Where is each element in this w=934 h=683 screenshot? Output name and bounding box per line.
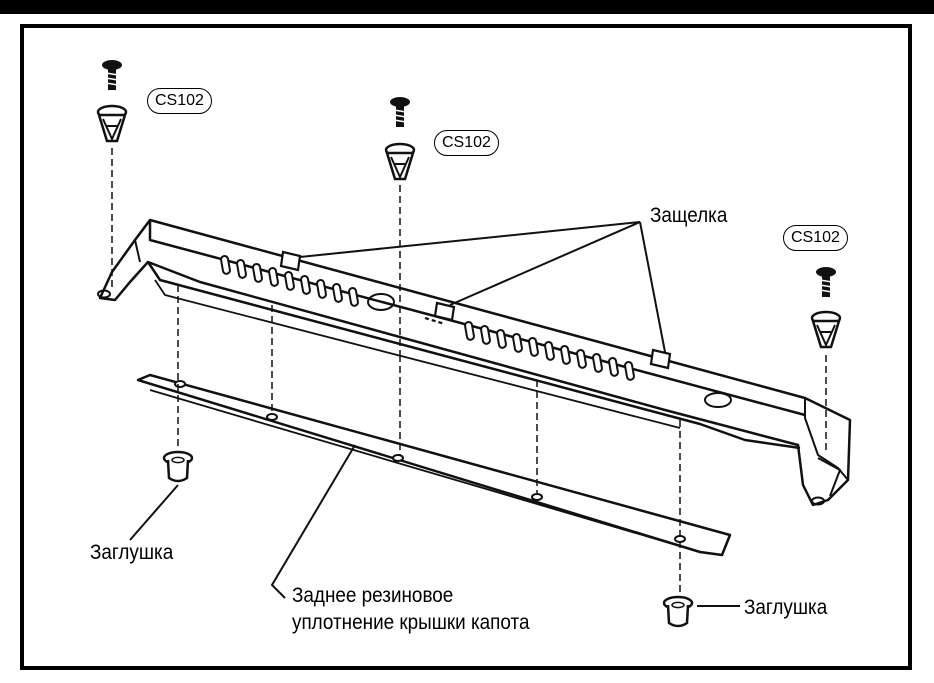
seal-label-line2: уплотнение крышки капота <box>292 611 530 634</box>
part-number-badge-center: CS102 <box>434 130 499 156</box>
top-border-bar <box>0 0 934 14</box>
fastener-center <box>384 96 416 181</box>
part-number-badge-left: CS102 <box>147 88 212 114</box>
cowl-top-panel <box>97 218 852 507</box>
diagram-frame <box>20 24 912 670</box>
latch-label: Защелка <box>650 204 728 227</box>
fastener-right <box>810 266 842 349</box>
part-number-badge-right: CS102 <box>783 225 848 251</box>
vent-slots-right <box>464 320 635 381</box>
latch-tabs <box>279 250 672 370</box>
plug-left-icon <box>162 450 194 483</box>
fastener-left <box>96 59 128 143</box>
plug-label-right: Заглушка <box>744 596 828 619</box>
assembly-axes <box>111 148 827 596</box>
leader-lines <box>129 221 740 607</box>
seal-label-line1: Заднее резиновое <box>292 584 454 607</box>
vent-slots-left <box>220 254 359 307</box>
plug-label-left: Заглушка <box>90 541 174 564</box>
plug-right-icon <box>662 595 694 628</box>
